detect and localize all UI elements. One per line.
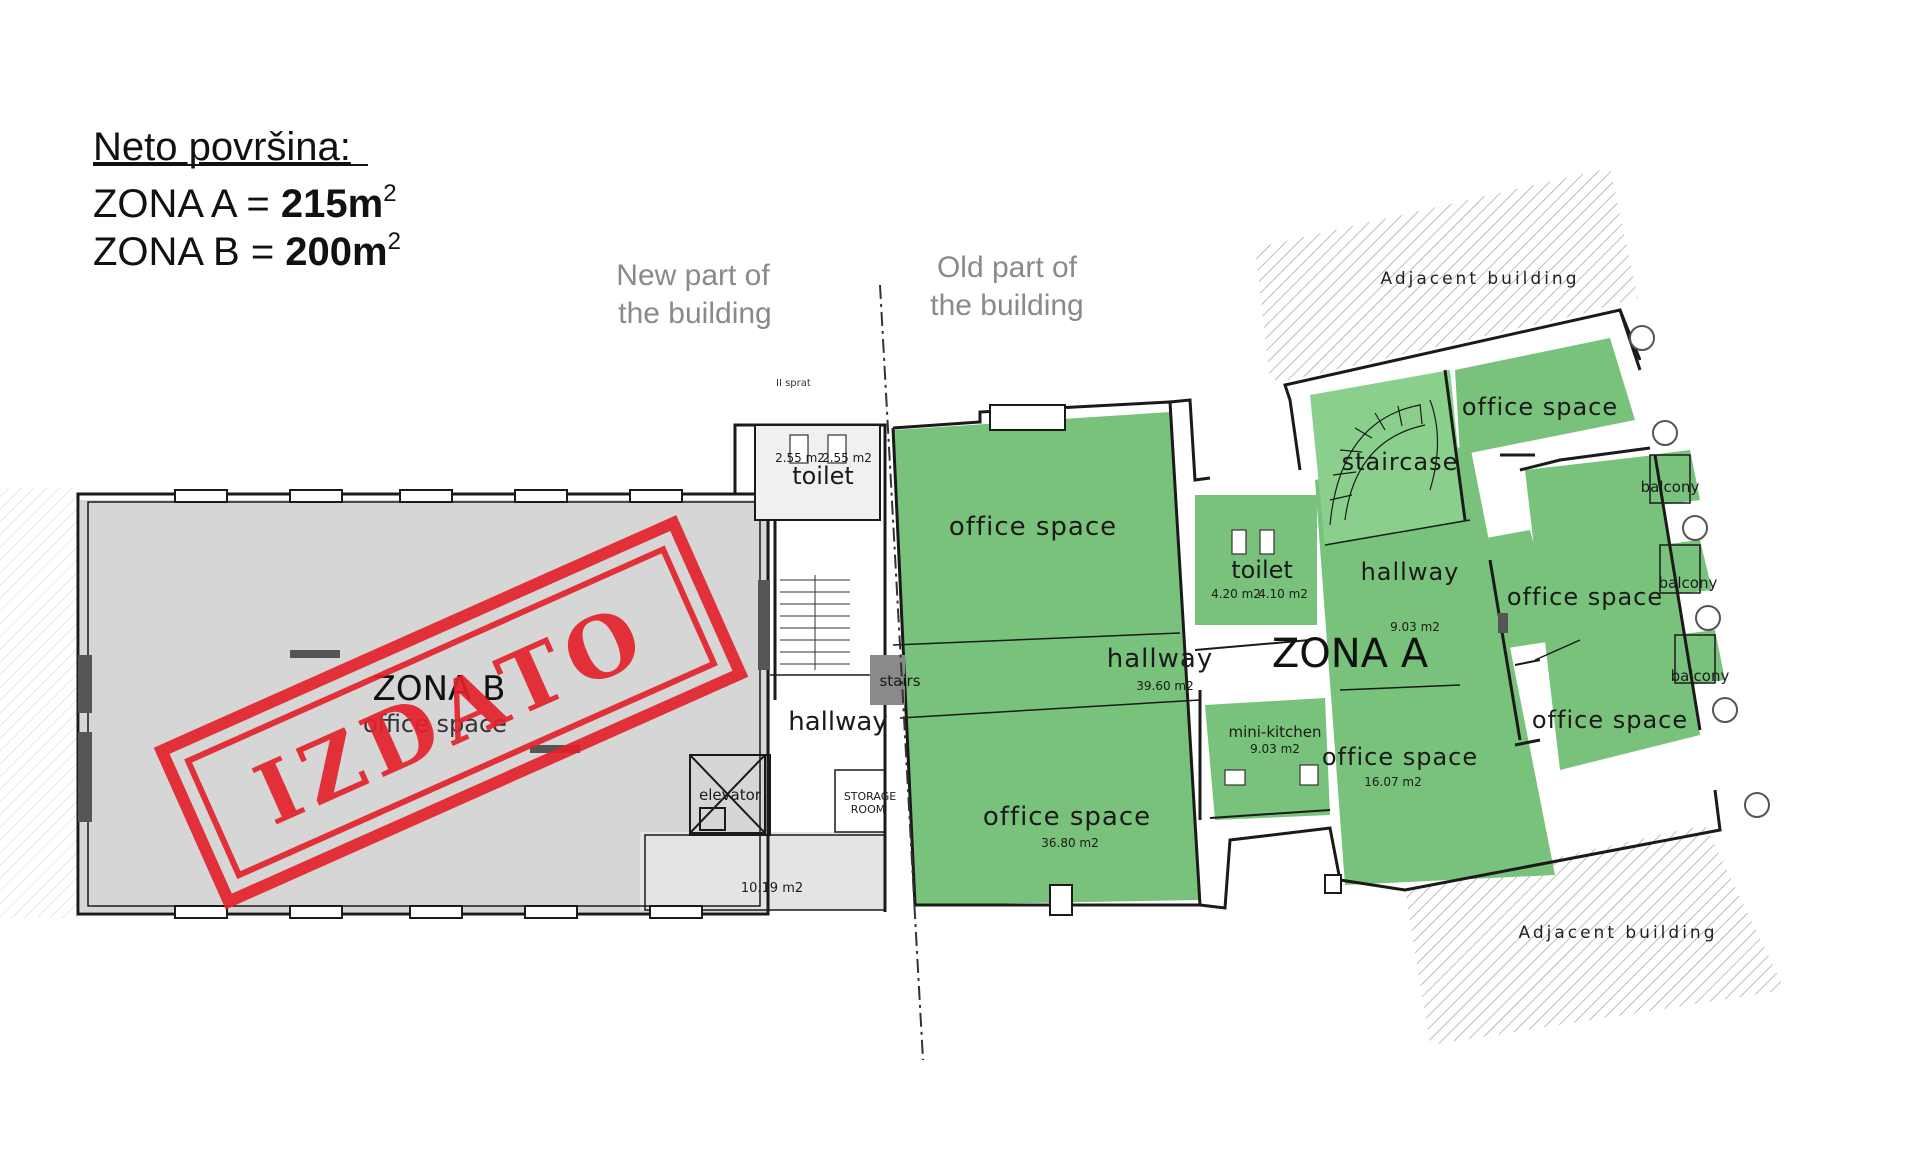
hallway-main-area: 39.60 m2 xyxy=(1136,679,1194,693)
hallway-new-label: hallway xyxy=(788,707,887,737)
floor-label: II sprat xyxy=(776,378,811,389)
legend-zone-b: ZONA B = 200m2 xyxy=(93,228,401,274)
balcony-label-1: balcony xyxy=(1641,478,1700,496)
storage-label-1: STORAGE xyxy=(844,790,896,803)
elevator-shaft xyxy=(689,754,766,834)
office-sw-label: office space xyxy=(983,802,1151,832)
column-circles xyxy=(1629,325,1770,818)
left-hatch xyxy=(0,488,78,918)
zone-b-office-label: office space xyxy=(363,710,507,738)
stair-treads xyxy=(780,575,850,670)
legend-zone-b-value: 200m xyxy=(285,230,387,274)
staircase-treads xyxy=(1329,399,1439,526)
office-ne-label: office space xyxy=(1462,393,1618,421)
storage-label-2: ROOM xyxy=(851,803,885,816)
stairs-label: stairs xyxy=(879,672,920,690)
adjacent-building-top-label: Adjacent building xyxy=(1380,269,1579,289)
legend-zone-b-sup: 2 xyxy=(388,228,401,255)
old-part-label-2: the building xyxy=(930,289,1083,322)
balconies xyxy=(1649,454,1716,684)
legend-heading: Neto površina: xyxy=(93,125,351,169)
wall-dark-segments xyxy=(78,580,1508,822)
zone-a-area xyxy=(893,338,1725,905)
staircase-label: staircase xyxy=(1342,448,1459,476)
office-s-area: 16.07 m2 xyxy=(1364,775,1422,789)
office-nw-label: office space xyxy=(949,512,1117,542)
new-part-label-1: New part of xyxy=(616,259,770,292)
legend-zone-b-prefix: ZONA B = xyxy=(93,230,285,274)
stamp-inner-border xyxy=(184,545,718,880)
office-s-label: office space xyxy=(1322,743,1478,771)
office-e2-label: office space xyxy=(1532,706,1688,734)
legend-zone-a-sup: 2 xyxy=(383,180,396,207)
building-divider-line xyxy=(879,284,924,1061)
legend-zone-a-prefix: ZONA A = xyxy=(93,182,281,226)
kitchen-new-area: 10.19 m2 xyxy=(741,881,803,896)
sanitary-fixtures xyxy=(789,434,1319,786)
zone-b-label: ZONA B xyxy=(373,669,506,709)
stairs-landing xyxy=(870,655,905,705)
hallway-east-label: hallway xyxy=(1361,558,1460,586)
office-e1-label: office space xyxy=(1507,583,1663,611)
adjacent-building-top xyxy=(1255,168,1638,380)
legend-zone-a: ZONA A = 215m2 xyxy=(93,180,397,226)
toilet-mid-area-1: 4.20 m2 xyxy=(1211,587,1261,601)
adjacent-building-bottom-label: Adjacent building xyxy=(1518,923,1717,943)
elevator-label: elevator xyxy=(699,786,762,804)
room-labels: toilet 2.55 m2 2.55 m2 hallway stairs el… xyxy=(699,393,1729,896)
stamp-outer-border xyxy=(153,515,749,910)
toilet-top-area-2: 2.55 m2 xyxy=(822,451,872,465)
toilet-top-label: toilet xyxy=(792,462,854,490)
window-marks xyxy=(174,404,1342,919)
mini-kitchen-area: 9.03 m2 xyxy=(1250,742,1300,756)
balcony-label-2: balcony xyxy=(1659,574,1718,592)
hallway-main-label: hallway xyxy=(1107,644,1213,674)
office-sw-area: 36.80 m2 xyxy=(1041,836,1099,850)
balcony-label-3: balcony xyxy=(1671,667,1730,685)
adjacent-building-bottom xyxy=(1405,825,1785,1045)
zone-a-label: ZONA A xyxy=(1272,631,1429,677)
mini-kitchen-label: mini-kitchen xyxy=(1228,723,1321,741)
toilet-block-new xyxy=(754,424,881,521)
legend-zone-a-value: 215m xyxy=(281,182,383,226)
new-part-label-2: the building xyxy=(618,297,771,330)
toilet-top-area-1: 2.55 m2 xyxy=(775,451,825,465)
hallway-east-area: 9.03 m2 xyxy=(1390,620,1440,634)
new-part-grey xyxy=(640,832,885,910)
toilet-mid-area-2: 4.10 m2 xyxy=(1258,587,1308,601)
old-part-label-1: Old part of xyxy=(937,251,1078,284)
toilet-mid-label: toilet xyxy=(1231,556,1293,584)
